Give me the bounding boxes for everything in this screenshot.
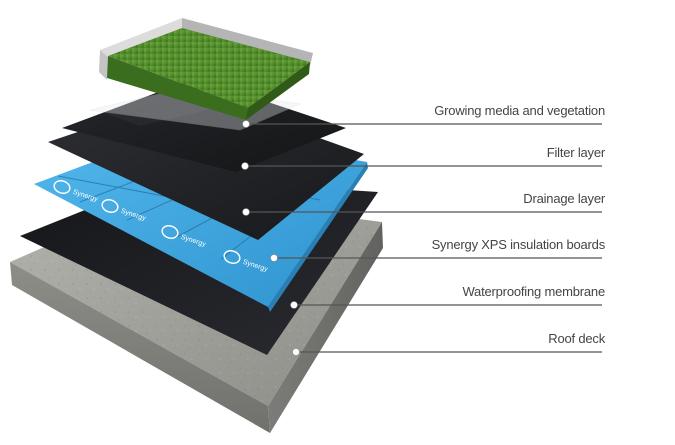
- label-drainage-layer: Drainage layer: [523, 191, 605, 206]
- label-roof-deck: Roof deck: [548, 331, 605, 346]
- roof-deck-front-side: [10, 262, 270, 433]
- vegetation-tray: [99, 18, 313, 120]
- marker-dot-filter: [241, 162, 249, 170]
- roof-deck-right-side: [268, 222, 383, 433]
- label-filter-layer: Filter layer: [546, 145, 605, 160]
- tray-back-wall: [100, 18, 182, 57]
- marker-dot-roof-deck: [292, 348, 300, 356]
- marker-dot-membrane: [290, 301, 298, 309]
- marker-dot-insulation: [270, 254, 278, 262]
- marker-dots: [241, 120, 300, 356]
- label-insulation-boards: Synergy XPS insulation boards: [431, 237, 606, 252]
- insulation-boards-edge: [268, 162, 368, 312]
- vegetation-surface: [108, 28, 310, 108]
- label-waterproofing-membrane: Waterproofing membrane: [462, 284, 605, 299]
- filter-layer: [62, 78, 346, 172]
- tray-left-wall: [99, 50, 108, 80]
- marker-dot-vegetation: [242, 120, 250, 128]
- marker-dot-drainage: [242, 208, 250, 216]
- growing-media-front: [107, 56, 248, 120]
- tray-right-wall: [182, 18, 313, 66]
- leader-lines: [245, 123, 602, 353]
- label-growing-media: Growing media and vegetation: [434, 103, 605, 118]
- growing-media-right: [246, 62, 310, 120]
